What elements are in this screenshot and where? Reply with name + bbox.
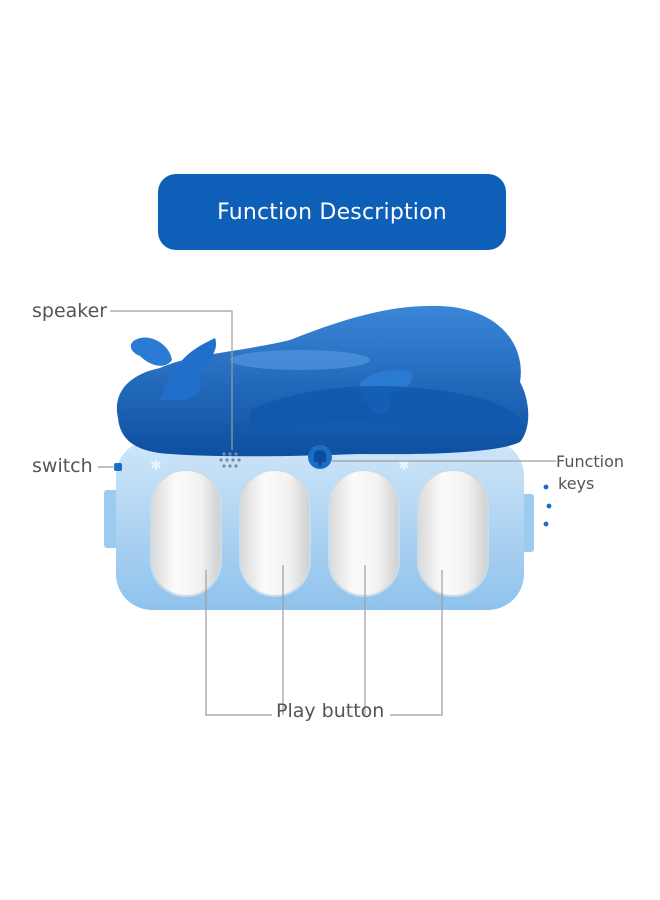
- play-leader-1: [205, 570, 272, 716]
- play-key-2[interactable]: [239, 469, 311, 597]
- switch-label: switch: [32, 455, 93, 477]
- sound-dots: [543, 484, 552, 527]
- whale-shape: [116, 305, 529, 457]
- speaker-leader-line: [110, 310, 233, 450]
- star-decoration: ✱: [398, 458, 410, 474]
- star-decoration: ✱: [150, 458, 162, 474]
- play-keys: [150, 469, 489, 597]
- play-key-1[interactable]: [150, 469, 222, 597]
- play-key-3[interactable]: [328, 469, 400, 597]
- whale-wave: [250, 386, 524, 430]
- leader-lines: [98, 310, 556, 716]
- speaker-grille-icon: [219, 452, 241, 468]
- play-leader-4: [390, 570, 443, 716]
- title-banner: Function Description: [158, 174, 506, 250]
- whale-tail-left: [160, 338, 217, 400]
- function-keys-label-line1: Function: [556, 452, 625, 471]
- play-key-4[interactable]: [417, 469, 489, 597]
- bell-icon[interactable]: [308, 445, 332, 469]
- switch-knob-icon[interactable]: [114, 463, 122, 471]
- speaker-label: speaker: [32, 300, 108, 322]
- play-button-label: Play button: [276, 700, 385, 722]
- whale-highlight: [230, 350, 370, 370]
- whale-fin-left: [130, 337, 172, 366]
- function-keys-label-line2: keys: [558, 474, 595, 493]
- title-text: Function Description: [217, 199, 447, 225]
